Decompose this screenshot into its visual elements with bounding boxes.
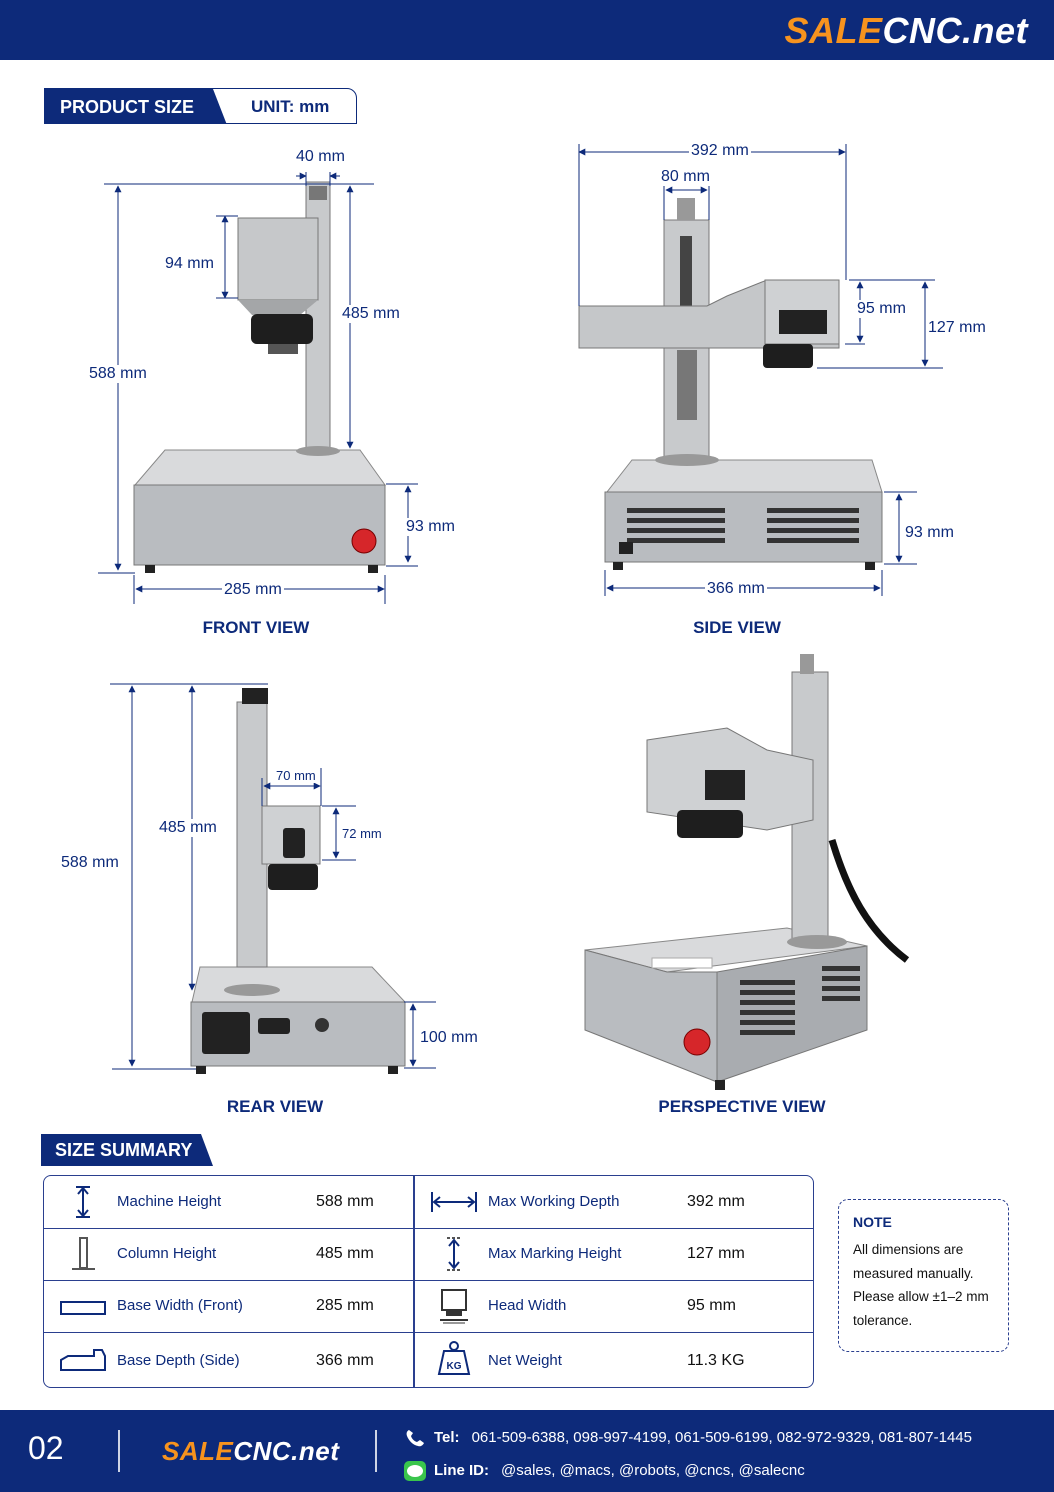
summary-row: Max Marking Height 127 mm xyxy=(415,1228,813,1280)
base-width-icon xyxy=(60,1301,106,1315)
rear-view: 70 mm 72 mm 485 mm 588 mm 100 mm REAR VI… xyxy=(0,660,527,1125)
line-ids[interactable]: @sales, @macs, @robots, @cncs, @salecnc xyxy=(501,1461,805,1479)
front-view-title: FRONT VIEW xyxy=(202,618,310,637)
dim-front-base-width: 285 mm xyxy=(222,581,284,599)
dim-side-column-depth: 80 mm xyxy=(659,168,712,186)
product-size-header: PRODUCT SIZE UNIT: mm xyxy=(44,88,357,124)
height-arrow-icon xyxy=(76,1186,90,1218)
summary-value: 366 mm xyxy=(316,1352,374,1369)
line-app-icon xyxy=(404,1461,426,1481)
dim-front-column-width: 40 mm xyxy=(294,148,347,166)
dim-front-head-height: 94 mm xyxy=(163,255,216,273)
tel-numbers[interactable]: 061-509-6388, 098-997-4199, 061-509-6199… xyxy=(471,1428,972,1446)
summary-row: Head Width 95 mm xyxy=(415,1280,813,1332)
note-box: NOTE All dimensions are measured manuall… xyxy=(838,1199,1009,1352)
footer-logo[interactable]: SALECNC.net xyxy=(162,1436,339,1467)
dim-front-total-height: 588 mm xyxy=(87,365,149,383)
dim-front-base-height: 93 mm xyxy=(404,518,457,536)
summary-label: Base Depth (Side) xyxy=(117,1352,240,1369)
page-number: 02 xyxy=(28,1430,64,1466)
summary-row: KG Net Weight 11.3 KG xyxy=(415,1332,813,1387)
side-view-drawing xyxy=(578,144,943,596)
summary-row: Max Working Depth 392 mm xyxy=(415,1176,813,1228)
dim-side-base-depth: 366 mm xyxy=(705,580,767,598)
logo-part2: CNC.net xyxy=(233,1436,340,1466)
contact-phone: Tel: 061-509-6388, 098-997-4199, 061-509-… xyxy=(404,1428,972,1448)
note-text: All dimensions are measured manually. Pl… xyxy=(853,1242,989,1328)
column-icon xyxy=(72,1237,95,1270)
dim-rear-total-height: 588 mm xyxy=(59,854,121,872)
tel-label: Tel: xyxy=(434,1428,460,1446)
dim-front-column-height: 485 mm xyxy=(340,305,402,323)
phone-icon xyxy=(406,1430,424,1447)
summary-label: Net Weight xyxy=(488,1352,562,1369)
size-summary-title: SIZE SUMMARY xyxy=(41,1134,213,1166)
dim-rear-head-height: 72 mm xyxy=(340,826,384,841)
footer-divider xyxy=(375,1430,377,1472)
dim-side-base-height: 93 mm xyxy=(903,524,956,542)
side-view: 392 mm 80 mm 95 mm 127 mm 93 mm 366 mm S… xyxy=(527,130,1054,650)
front-view: 40 mm 94 mm 485 mm 588 mm 93 mm 285 mm F… xyxy=(0,130,527,650)
laser-head-icon xyxy=(440,1289,468,1324)
perspective-view-title: PERSPECTIVE VIEW xyxy=(658,1097,826,1116)
dim-rear-column-height: 485 mm xyxy=(157,819,219,837)
summary-label: Machine Height xyxy=(117,1193,222,1210)
logo-part1: SALE xyxy=(784,10,883,51)
product-size-label: PRODUCT SIZE xyxy=(45,89,227,123)
summary-row: Machine Height 588 mm xyxy=(44,1176,413,1228)
perspective-view-drawing xyxy=(584,654,910,1090)
summary-row: Base Depth (Side) 366 mm xyxy=(44,1332,413,1387)
summary-row: Column Height 485 mm xyxy=(44,1228,413,1280)
rear-view-title: REAR VIEW xyxy=(226,1097,324,1116)
line-label: Line ID: xyxy=(434,1461,489,1479)
summary-value: 127 mm xyxy=(687,1245,745,1262)
size-summary-table: Machine Height 588 mm Column Height 485 … xyxy=(43,1175,814,1388)
summary-label: Max Working Depth xyxy=(488,1193,620,1210)
side-view-title: SIDE VIEW xyxy=(693,618,781,637)
dim-side-working-depth: 392 mm xyxy=(689,142,751,160)
summary-label: Base Width (Front) xyxy=(117,1297,243,1314)
front-view-drawing xyxy=(98,172,418,604)
weight-icon-text: KG xyxy=(447,1361,462,1372)
footer-divider xyxy=(118,1430,120,1472)
summary-label: Column Height xyxy=(117,1245,217,1262)
logo-part2: CNC.net xyxy=(882,10,1028,51)
dim-rear-base-height: 100 mm xyxy=(418,1029,480,1047)
marking-height-icon xyxy=(447,1237,461,1271)
top-bar: SALECNC.net xyxy=(0,0,1054,60)
logo-part1: SALE xyxy=(162,1436,234,1466)
summary-value: 485 mm xyxy=(316,1245,374,1262)
contact-line: Line ID: @sales, @macs, @robots, @cncs, @… xyxy=(404,1461,805,1481)
weight-icon: KG xyxy=(437,1341,471,1375)
rear-view-drawing xyxy=(110,683,436,1074)
unit-label: UNIT: mm xyxy=(251,97,330,116)
brand-logo[interactable]: SALECNC.net xyxy=(784,10,1028,52)
summary-value: 11.3 KG xyxy=(687,1352,745,1369)
summary-label: Head Width xyxy=(488,1297,567,1314)
summary-value: 285 mm xyxy=(316,1297,374,1314)
perspective-view: PERSPECTIVE VIEW xyxy=(527,650,1054,1125)
summary-value: 588 mm xyxy=(316,1193,374,1210)
summary-row: Base Width (Front) 285 mm xyxy=(44,1280,413,1332)
dim-rear-head-width: 70 mm xyxy=(274,768,318,783)
summary-value: 95 mm xyxy=(687,1297,736,1314)
dim-side-marking-height: 127 mm xyxy=(926,319,988,337)
footer: 02 SALECNC.net Tel: 061-509-6388, 098-997… xyxy=(0,1410,1054,1492)
note-title: NOTE xyxy=(853,1214,892,1230)
width-arrow-icon xyxy=(431,1192,477,1212)
summary-label: Max Marking Height xyxy=(488,1245,622,1262)
summary-value: 392 mm xyxy=(687,1193,745,1210)
dim-side-head-height: 95 mm xyxy=(855,300,908,318)
base-depth-icon xyxy=(60,1349,106,1371)
